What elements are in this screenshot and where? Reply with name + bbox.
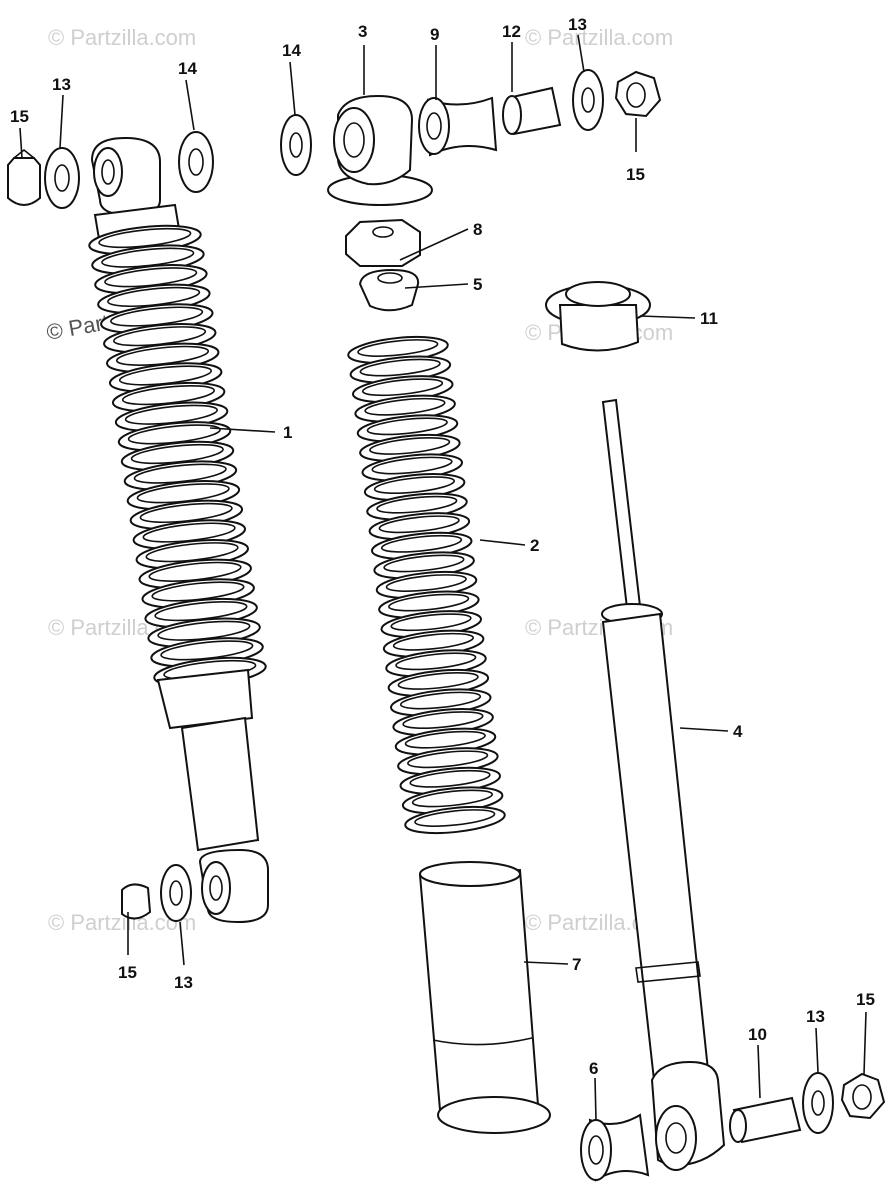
nut-15-bottom-right[interactable] — [840, 1072, 886, 1120]
upper-mount-3[interactable] — [327, 94, 433, 206]
spring-coil-inner — [361, 378, 444, 397]
callout-11: 11 — [700, 309, 718, 328]
washer-14-top-left[interactable] — [178, 131, 214, 193]
callout-13: 13 — [806, 1007, 825, 1026]
spring-coil-inner — [392, 632, 475, 651]
coil-spring-2[interactable] — [347, 333, 506, 837]
callout-12: 12 — [502, 22, 521, 41]
watermark: © Partzilla.com — [525, 25, 673, 50]
callout-1: 1 — [283, 423, 292, 442]
lower-cover-7[interactable] — [418, 861, 551, 1134]
spring-coil-inner — [409, 769, 491, 788]
spring-coil-inner — [373, 476, 456, 495]
callout-14: 14 — [178, 59, 197, 78]
callout-2: 2 — [530, 536, 539, 555]
washer-13-top-left[interactable] — [44, 147, 80, 209]
spring-coil-inner — [388, 593, 470, 612]
spring-coil-inner — [395, 652, 477, 671]
spring-coil-inner — [383, 554, 465, 573]
spring-coil-inner — [376, 495, 458, 514]
coil-spring-1 — [88, 224, 267, 688]
spring-coil-inner — [369, 437, 451, 455]
callout-15: 15 — [856, 990, 875, 1009]
callout-15: 15 — [626, 165, 645, 184]
callout-13: 13 — [568, 15, 587, 34]
spring-coil-inner — [364, 397, 446, 416]
cap-nut-15-top-left[interactable] — [7, 148, 41, 206]
spring-coil-inner — [371, 456, 453, 475]
shock-absorber-assembly[interactable] — [88, 136, 269, 924]
spring-coil-inner — [378, 515, 460, 534]
spring-coil-inner — [380, 534, 463, 553]
spring-coil-inner — [397, 672, 479, 690]
callout-7: 7 — [572, 955, 581, 974]
bushing-9[interactable] — [418, 96, 498, 157]
watermark: © Partzilla.com — [48, 25, 196, 50]
callout-6: 6 — [589, 1059, 598, 1078]
bushing-6[interactable] — [580, 1113, 650, 1182]
spring-coil-inner — [366, 417, 448, 436]
spring-coil-inner — [390, 613, 472, 632]
spring-coil-inner — [414, 809, 496, 827]
callout-9: 9 — [430, 25, 439, 44]
callout-8: 8 — [473, 220, 482, 239]
callout-14: 14 — [282, 41, 301, 60]
spring-coil-inner — [402, 711, 484, 730]
collar-10[interactable] — [729, 1096, 802, 1144]
nut-15-top-right[interactable] — [614, 70, 662, 118]
washer-13-bottom-left[interactable] — [160, 864, 192, 922]
washer-13-bottom-right[interactable] — [802, 1072, 834, 1134]
spring-coil-inner — [385, 574, 467, 592]
callout-4: 4 — [733, 722, 743, 741]
dust-seal-11[interactable] — [545, 281, 651, 352]
leader-lines — [19, 34, 867, 1121]
callout-15: 15 — [10, 107, 29, 126]
callout-5: 5 — [473, 275, 482, 294]
stopper-5[interactable] — [358, 268, 420, 312]
callout-13: 13 — [52, 75, 71, 94]
spring-coil-inner — [411, 789, 494, 808]
callout-13: 13 — [174, 973, 193, 992]
spring-coil-inner — [357, 339, 439, 357]
collar-12[interactable] — [502, 86, 562, 136]
callouts: 1 2 3 4 5 6 7 8 9 10 11 12 13 13 13 13 1… — [10, 15, 875, 1078]
callout-3: 3 — [358, 22, 367, 41]
callout-15: 15 — [118, 963, 137, 982]
spring-coil-inner — [359, 358, 441, 377]
callout-10: 10 — [748, 1025, 767, 1044]
washer-13-top-right[interactable] — [572, 69, 604, 131]
spring-coil-inner — [399, 691, 482, 710]
cap-nut-15-bottom-left[interactable] — [121, 883, 152, 920]
spring-seat-8[interactable] — [345, 218, 421, 267]
damper-4[interactable] — [601, 398, 726, 1171]
spring-coil-inner — [407, 750, 489, 769]
spring-coil-inner — [404, 730, 486, 749]
washer-14-top-center[interactable] — [280, 114, 312, 176]
